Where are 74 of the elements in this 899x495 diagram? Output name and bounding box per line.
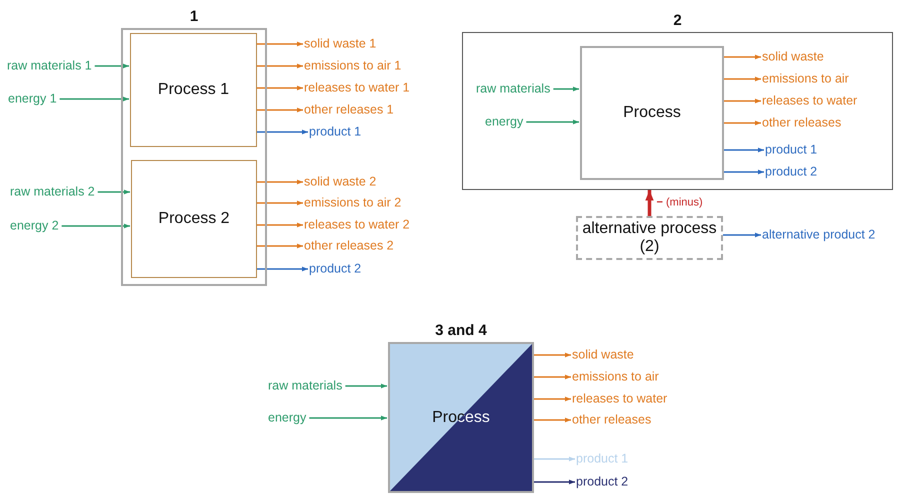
arrow bbox=[724, 76, 761, 82]
arrow bbox=[724, 98, 761, 104]
arrow bbox=[534, 352, 571, 358]
flow-label: solid waste bbox=[762, 50, 824, 64]
flow-label: energy 2 bbox=[10, 218, 59, 234]
arrow bbox=[724, 54, 761, 60]
arrow bbox=[534, 456, 575, 462]
flow-label: other releases bbox=[572, 412, 652, 428]
arrow bbox=[534, 480, 575, 484]
flow-label: energy bbox=[485, 114, 524, 130]
arrow bbox=[94, 64, 129, 68]
arrow bbox=[724, 120, 761, 126]
arrow bbox=[345, 384, 387, 388]
arrow bbox=[534, 396, 571, 402]
flow-label: alternative product 2 bbox=[762, 228, 876, 242]
flow-label: product 2 bbox=[765, 164, 818, 180]
arrow bbox=[724, 170, 764, 174]
arrow bbox=[257, 42, 303, 46]
panel-heading: 2 bbox=[673, 11, 682, 31]
arrow bbox=[257, 64, 303, 68]
flow-label: product 1 bbox=[765, 142, 818, 158]
flow-label: product 1 bbox=[576, 452, 628, 466]
arrow bbox=[257, 180, 303, 184]
flow-label: other releases 2 bbox=[304, 238, 394, 254]
process-box bbox=[131, 160, 257, 278]
process-box bbox=[580, 46, 724, 180]
arrow bbox=[257, 244, 303, 248]
arrow bbox=[724, 148, 764, 152]
flow-label: raw materials 2 bbox=[10, 184, 95, 200]
flow-label: energy bbox=[268, 410, 306, 426]
arrow bbox=[60, 96, 129, 102]
flow-label: solid waste bbox=[572, 348, 634, 362]
flow-label: product 1 bbox=[309, 124, 362, 140]
arrow bbox=[98, 190, 130, 194]
flow-label: product 2 bbox=[576, 474, 628, 490]
flow-label: raw materials 1 bbox=[7, 58, 92, 74]
arrow bbox=[534, 418, 571, 422]
arrow bbox=[534, 374, 571, 380]
flow-label: product 2 bbox=[309, 262, 362, 276]
arrow bbox=[257, 200, 303, 206]
process-label: alternative process (2) bbox=[581, 220, 718, 256]
arrow bbox=[645, 190, 654, 216]
process-label: Process 2 bbox=[158, 209, 230, 229]
arrow bbox=[257, 108, 303, 112]
flow-label: emissions to air 2 bbox=[304, 196, 402, 210]
flow-label: releases to water 2 bbox=[304, 218, 410, 232]
arrow bbox=[257, 222, 303, 228]
process-box bbox=[130, 33, 257, 147]
flow-label: energy 1 bbox=[8, 92, 57, 106]
arrow bbox=[553, 86, 579, 92]
flow-label: emissions to air bbox=[572, 370, 659, 384]
arrow bbox=[723, 232, 761, 238]
process-label: Process bbox=[623, 103, 681, 123]
flow-label: releases to water bbox=[572, 392, 668, 406]
arrow bbox=[257, 266, 308, 272]
arrow bbox=[257, 130, 308, 134]
process-label: Process 1 bbox=[158, 80, 230, 100]
flow-label: solid waste 1 bbox=[304, 36, 376, 52]
flow-label: raw materials bbox=[268, 378, 342, 394]
arrow bbox=[526, 120, 579, 124]
flow-label: emissions to air 1 bbox=[304, 58, 402, 74]
flow-label: emissions to air bbox=[762, 72, 849, 86]
flow-label: raw materials bbox=[476, 82, 550, 96]
flow-label: solid waste 2 bbox=[304, 174, 376, 190]
panel-heading: 3 and 4 bbox=[435, 321, 487, 341]
flow-label: releases to water bbox=[762, 94, 858, 108]
flow-label: other releases bbox=[762, 116, 842, 130]
arrow bbox=[257, 86, 303, 90]
arrow bbox=[309, 416, 387, 420]
flow-label: other releases 1 bbox=[304, 102, 394, 118]
panel-heading: 1 bbox=[190, 7, 198, 27]
edge-label: − (minus) bbox=[654, 196, 705, 210]
arrow bbox=[62, 224, 130, 228]
flow-label: releases to water 1 bbox=[304, 80, 410, 96]
